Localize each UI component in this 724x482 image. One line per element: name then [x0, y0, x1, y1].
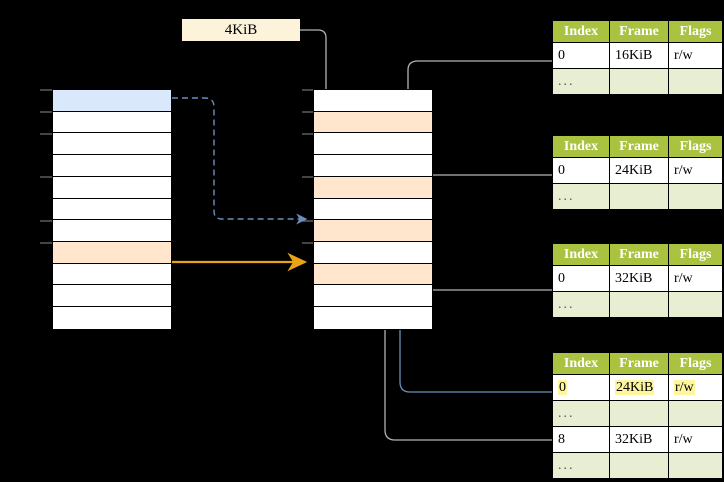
column-header-flags: Flags	[668, 20, 723, 43]
cell-flags: r/w	[668, 374, 723, 401]
column-header-flags: Flags	[668, 352, 723, 375]
cell-index: ...	[552, 452, 610, 479]
table-row-ellipsis: ...	[552, 68, 723, 95]
table-row-ellipsis: ...	[552, 452, 723, 479]
cell-flags: r/w	[668, 426, 723, 453]
cell-index: 0	[552, 157, 610, 184]
column-header-flags: Flags	[668, 243, 723, 266]
cell-flags	[668, 183, 723, 210]
virtual-page-row	[53, 90, 171, 112]
cell-flags: r/w	[668, 265, 723, 292]
cell-index: ...	[552, 291, 610, 318]
column-header-flags: Flags	[668, 135, 723, 158]
virtual-page-row	[53, 285, 171, 308]
highlighted-value: 24KiB	[615, 379, 655, 395]
table-row-ellipsis: ...	[552, 291, 723, 318]
column-header-index: Index	[552, 20, 610, 43]
highlighted-value: r/w	[674, 379, 695, 395]
physical-frame-row	[314, 307, 432, 329]
virtual-page-row	[53, 307, 171, 329]
page-size-label-text: 4KiB	[224, 22, 258, 38]
cell-frame	[609, 452, 669, 479]
column-header-index: Index	[552, 135, 610, 158]
physical-frame-row	[314, 176, 432, 199]
physical-memory-column	[313, 89, 433, 330]
virtual-page-row	[53, 155, 171, 177]
cell-flags	[668, 68, 723, 95]
physical-frame-row	[314, 111, 432, 134]
cell-frame: 24KiB	[609, 157, 669, 184]
physical-frame-row	[314, 133, 432, 156]
physical-frame-row	[314, 242, 432, 264]
wire-table2-to-frame	[414, 174, 552, 223]
cell-frame	[609, 400, 669, 427]
virtual-page-row	[53, 198, 171, 221]
cell-index: 0	[552, 374, 610, 401]
cell-index: ...	[552, 400, 610, 427]
virtual-page-row	[53, 263, 171, 286]
cell-flags	[668, 291, 723, 318]
physical-frame-row	[314, 285, 432, 308]
physical-frame-row	[314, 220, 432, 243]
cell-frame: 24KiB	[609, 374, 669, 401]
table-row-ellipsis: ...	[552, 183, 723, 210]
virtual-page-row	[53, 220, 171, 243]
table-row: 0 24KiB r/w	[552, 374, 723, 401]
physical-frame-row	[314, 263, 432, 286]
cell-index: 8	[552, 426, 610, 453]
cell-flags: r/w	[668, 42, 723, 69]
cell-frame: 32KiB	[609, 426, 669, 453]
table-row-ellipsis: ...	[552, 400, 723, 427]
column-header-frame: Frame	[609, 20, 669, 43]
physical-frame-row	[314, 90, 432, 112]
virtual-page-row	[53, 176, 171, 199]
cell-flags	[668, 400, 723, 427]
cell-index: 0	[552, 265, 610, 292]
physical-frame-row	[314, 155, 432, 177]
virtual-page-row	[53, 133, 171, 156]
column-header-frame: Frame	[609, 243, 669, 266]
wire-virtual-page-dashed	[172, 97, 308, 225]
cell-flags	[668, 452, 723, 479]
wire-table3-to-frame	[419, 262, 552, 291]
page-size-label: 4KiB	[182, 19, 300, 41]
cell-index: ...	[552, 183, 610, 210]
column-header-frame: Frame	[609, 352, 669, 375]
column-header-index: Index	[552, 352, 610, 375]
highlighted-value: 0	[558, 379, 567, 395]
virtual-page-row	[53, 242, 171, 264]
column-header-index: Index	[552, 243, 610, 266]
cell-frame	[609, 291, 669, 318]
column-header-frame: Frame	[609, 135, 669, 158]
physical-frame-row	[314, 198, 432, 221]
virtual-page-row	[53, 111, 171, 134]
cell-frame: 32KiB	[609, 265, 669, 292]
cell-frame: 16KiB	[609, 42, 669, 69]
cell-index: 0	[552, 42, 610, 69]
virtual-address-space-column	[52, 89, 172, 330]
cell-index: ...	[552, 68, 610, 95]
cell-frame	[609, 183, 669, 210]
cell-flags: r/w	[668, 157, 723, 184]
cell-frame	[609, 68, 669, 95]
